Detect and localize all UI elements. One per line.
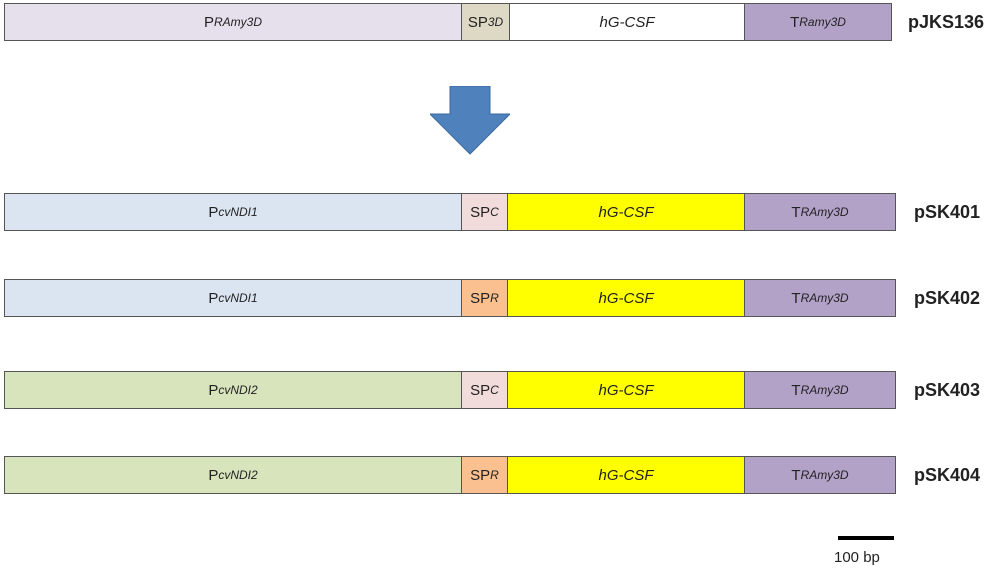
scale-label: 100 bp — [834, 549, 880, 566]
signal-peptide-subscript: R — [490, 468, 499, 482]
cds-label: hG-CSF — [599, 13, 655, 31]
cds-segment: hG-CSF — [507, 371, 745, 409]
terminator-subscript: Ramy3D — [799, 15, 846, 29]
promoter-label: P — [208, 466, 219, 484]
construct-name: pSK402 — [914, 288, 981, 308]
construct-name: pJKS136 — [908, 12, 985, 32]
cds-segment: hG-CSF — [507, 193, 745, 231]
terminator-label: T — [791, 381, 801, 399]
promoter-label: P — [208, 381, 219, 399]
promoter-label: P — [208, 203, 219, 221]
signal-peptide-label: SP — [470, 203, 491, 221]
construct-name: pSK401 — [914, 202, 981, 222]
promoter-subscript: RAmy3D — [214, 15, 263, 29]
terminator-label: T — [790, 13, 800, 31]
scale-bar — [838, 536, 894, 540]
terminator-subscript: RAmy3D — [800, 205, 849, 219]
promoter-subscript: cvNDI1 — [218, 205, 258, 219]
terminator-label: T — [791, 466, 801, 484]
cds-segment: hG-CSF — [507, 456, 745, 494]
promoter-subscript: cvNDI2 — [218, 468, 258, 482]
promoter-label: P — [203, 13, 214, 31]
signal-peptide-label: SP — [470, 381, 491, 399]
construct-name: pSK403 — [914, 380, 981, 400]
down-arrow-icon — [430, 86, 510, 155]
cds-label: hG-CSF — [598, 203, 654, 221]
construct-name: pSK404 — [914, 465, 981, 485]
terminator-subscript: RAmy3D — [800, 291, 849, 305]
signal-peptide-subscript: 3D — [487, 15, 504, 29]
terminator-label: T — [791, 289, 801, 307]
cds-segment: hG-CSF — [507, 279, 745, 317]
promoter-subscript: cvNDI1 — [218, 291, 258, 305]
terminator-subscript: RAmy3D — [800, 468, 849, 482]
terminator-subscript: RAmy3D — [800, 383, 849, 397]
cds-label: hG-CSF — [598, 381, 654, 399]
cds-label: hG-CSF — [598, 466, 654, 484]
promoter-label: P — [208, 289, 219, 307]
signal-peptide-label: SP — [470, 466, 491, 484]
signal-peptide-label: SP — [470, 289, 491, 307]
signal-peptide-subscript: C — [490, 205, 499, 219]
signal-peptide-subscript: R — [490, 291, 499, 305]
terminator-label: T — [791, 203, 801, 221]
promoter-subscript: cvNDI2 — [218, 383, 258, 397]
cds-segment: hG-CSF — [509, 3, 745, 41]
cds-label: hG-CSF — [598, 289, 654, 307]
signal-peptide-subscript: C — [490, 383, 499, 397]
signal-peptide-label: SP — [467, 13, 488, 31]
